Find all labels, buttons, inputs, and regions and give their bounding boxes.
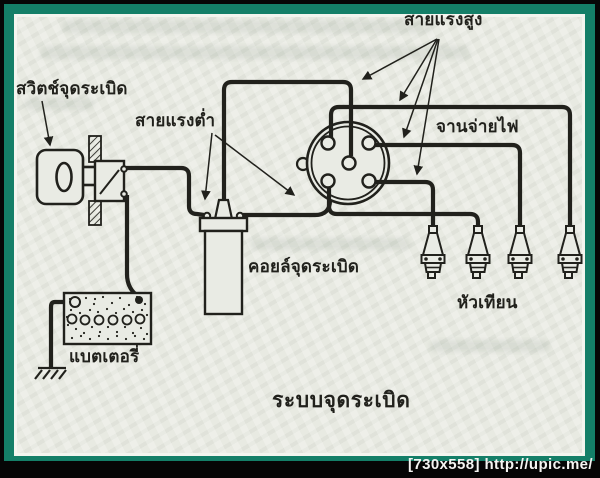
spark-plug-icon bbox=[465, 225, 491, 279]
battery-icon bbox=[62, 291, 153, 346]
high-voltage-wire-label: สายแรงสูง bbox=[404, 10, 483, 29]
plug3-wire bbox=[370, 142, 523, 227]
ignition-coil-icon bbox=[198, 198, 249, 316]
spark-plug-icon bbox=[507, 225, 533, 279]
ignition-switch-icon bbox=[35, 135, 128, 226]
paper-background bbox=[14, 14, 585, 456]
wiring bbox=[48, 79, 573, 367]
low-voltage-wire-label: สายแรงต่ำ bbox=[135, 111, 216, 130]
distributor-label: จานจ่ายไฟ bbox=[436, 117, 519, 136]
spark-plug-icon bbox=[420, 225, 446, 279]
watermark-text: [730x558] http://upic.me/ bbox=[407, 456, 593, 473]
ignition-coil-label: คอยล์จุดระเบิด bbox=[248, 257, 360, 276]
battery-wire bbox=[124, 195, 141, 299]
plug4-wire bbox=[328, 104, 573, 227]
battery-label: แบตเตอรี่ bbox=[69, 347, 140, 366]
ground-wire bbox=[48, 299, 70, 367]
spark-plug-icon bbox=[557, 225, 583, 279]
low-voltage-wire-switch-coil bbox=[124, 165, 205, 218]
spark-plug-label: หัวเทียน bbox=[457, 293, 518, 312]
high-voltage-coil-wire bbox=[221, 79, 354, 200]
plug2-wire bbox=[326, 186, 481, 227]
distributor-terminals bbox=[320, 135, 377, 189]
plug1-wire bbox=[370, 179, 436, 227]
leader-lines bbox=[41, 38, 440, 201]
diagram-title: ระบบจุดระเบิด bbox=[272, 389, 411, 412]
spark-plugs bbox=[420, 225, 583, 279]
ground-symbol-icon bbox=[34, 366, 67, 380]
ignition-switch-label: สวิตช์จุดระเบิด bbox=[16, 79, 128, 98]
low-voltage-wire-coil-distributor bbox=[243, 199, 333, 218]
